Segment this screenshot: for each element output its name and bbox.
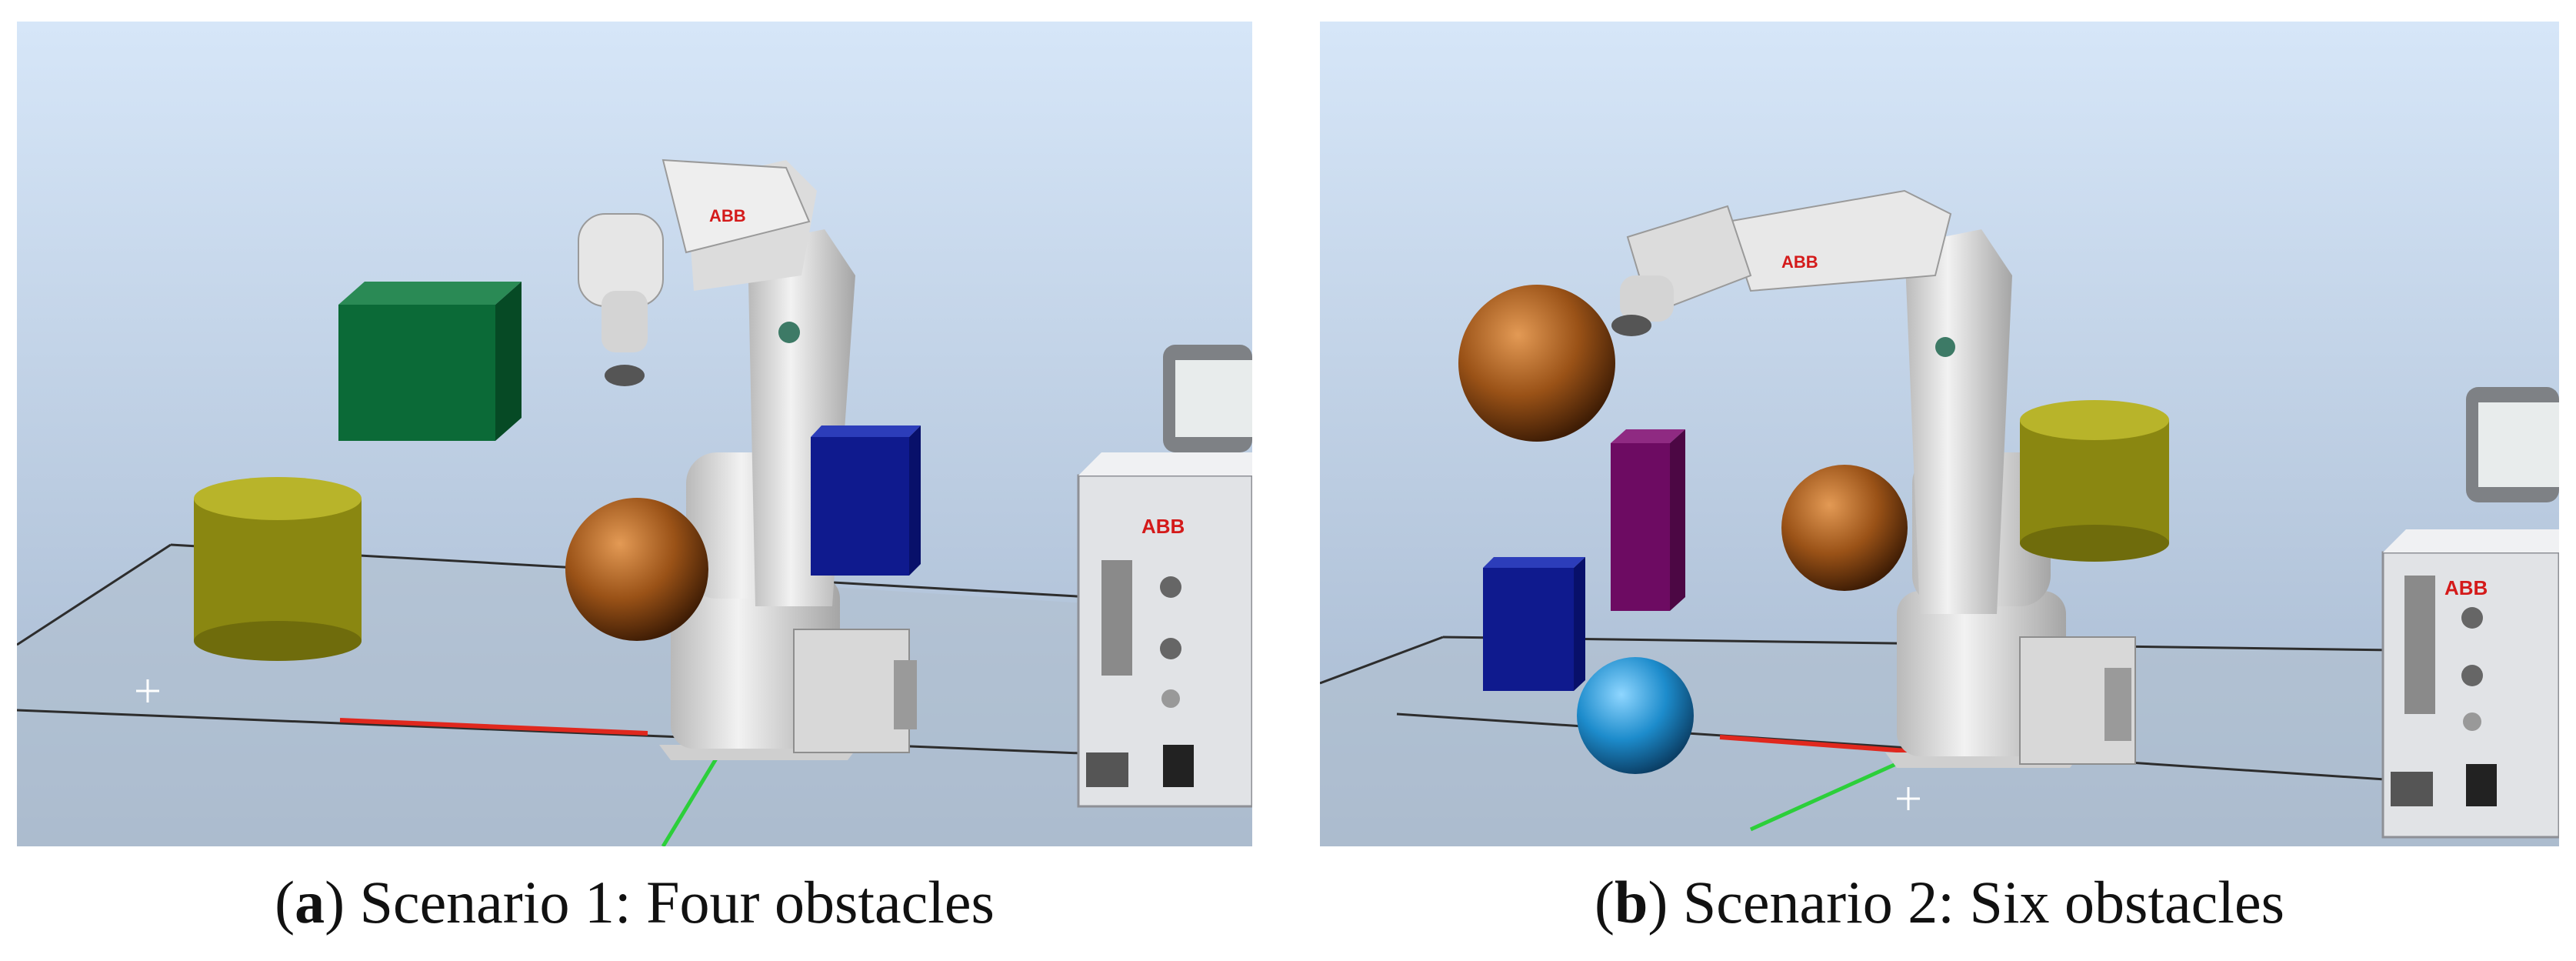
x-axis-marker bbox=[339, 718, 648, 736]
caption-letter: b bbox=[1615, 869, 1648, 936]
obstacle-brown-sphere-large bbox=[1458, 285, 1615, 442]
robot-arm: ABB bbox=[1611, 189, 2136, 768]
obstacle-olive-cylinder bbox=[194, 477, 362, 661]
caption-panel-b: (b) Scenario 2: Six obstacles bbox=[1595, 869, 2284, 936]
robot-controller-cabinet: ABB bbox=[1077, 345, 1252, 808]
controller-brand-label: ABB bbox=[2444, 576, 2488, 599]
floor-edge bbox=[1320, 636, 1444, 685]
obstacle-blue-cube bbox=[811, 425, 921, 576]
obstacle-cyan-sphere bbox=[1577, 657, 1694, 774]
robot-arm: ABB bbox=[578, 158, 917, 760]
x-axis-marker bbox=[1719, 735, 1928, 755]
scene-a-render: ABB ABB bbox=[17, 22, 1252, 846]
robot-brand-label: ABB bbox=[709, 206, 746, 225]
floor-edge bbox=[17, 543, 172, 646]
robot-controller-cabinet: ABB bbox=[2381, 387, 2559, 839]
caption-text: Scenario 2: Six obstacles bbox=[1668, 869, 2284, 936]
obstacle-olive-cylinder bbox=[2020, 400, 2169, 562]
y-axis-marker bbox=[661, 743, 727, 846]
controller-brand-label: ABB bbox=[1141, 515, 1185, 538]
scene-panel-b: ABB bbox=[1320, 22, 2559, 846]
obstacle-brown-sphere-small bbox=[1781, 465, 1908, 591]
obstacle-blue-cube bbox=[1483, 557, 1585, 691]
scene-panel-a: ABB ABB bbox=[17, 22, 1252, 846]
origin-cross-icon bbox=[136, 679, 159, 702]
obstacle-purple-box bbox=[1611, 429, 1685, 611]
caption-panel-a: (a) Scenario 1: Four obstacles bbox=[275, 869, 995, 936]
floor-edge bbox=[17, 709, 1252, 762]
obstacle-green-cube bbox=[338, 282, 522, 441]
scene-b-render: ABB bbox=[1320, 22, 2559, 846]
origin-cross-icon bbox=[1897, 787, 1920, 810]
caption-letter: a bbox=[295, 869, 325, 936]
caption-text: Scenario 1: Four obstacles bbox=[345, 869, 995, 936]
y-axis-marker bbox=[1749, 758, 1906, 832]
obstacle-brown-sphere bbox=[565, 498, 708, 641]
robot-brand-label: ABB bbox=[1781, 252, 1818, 272]
